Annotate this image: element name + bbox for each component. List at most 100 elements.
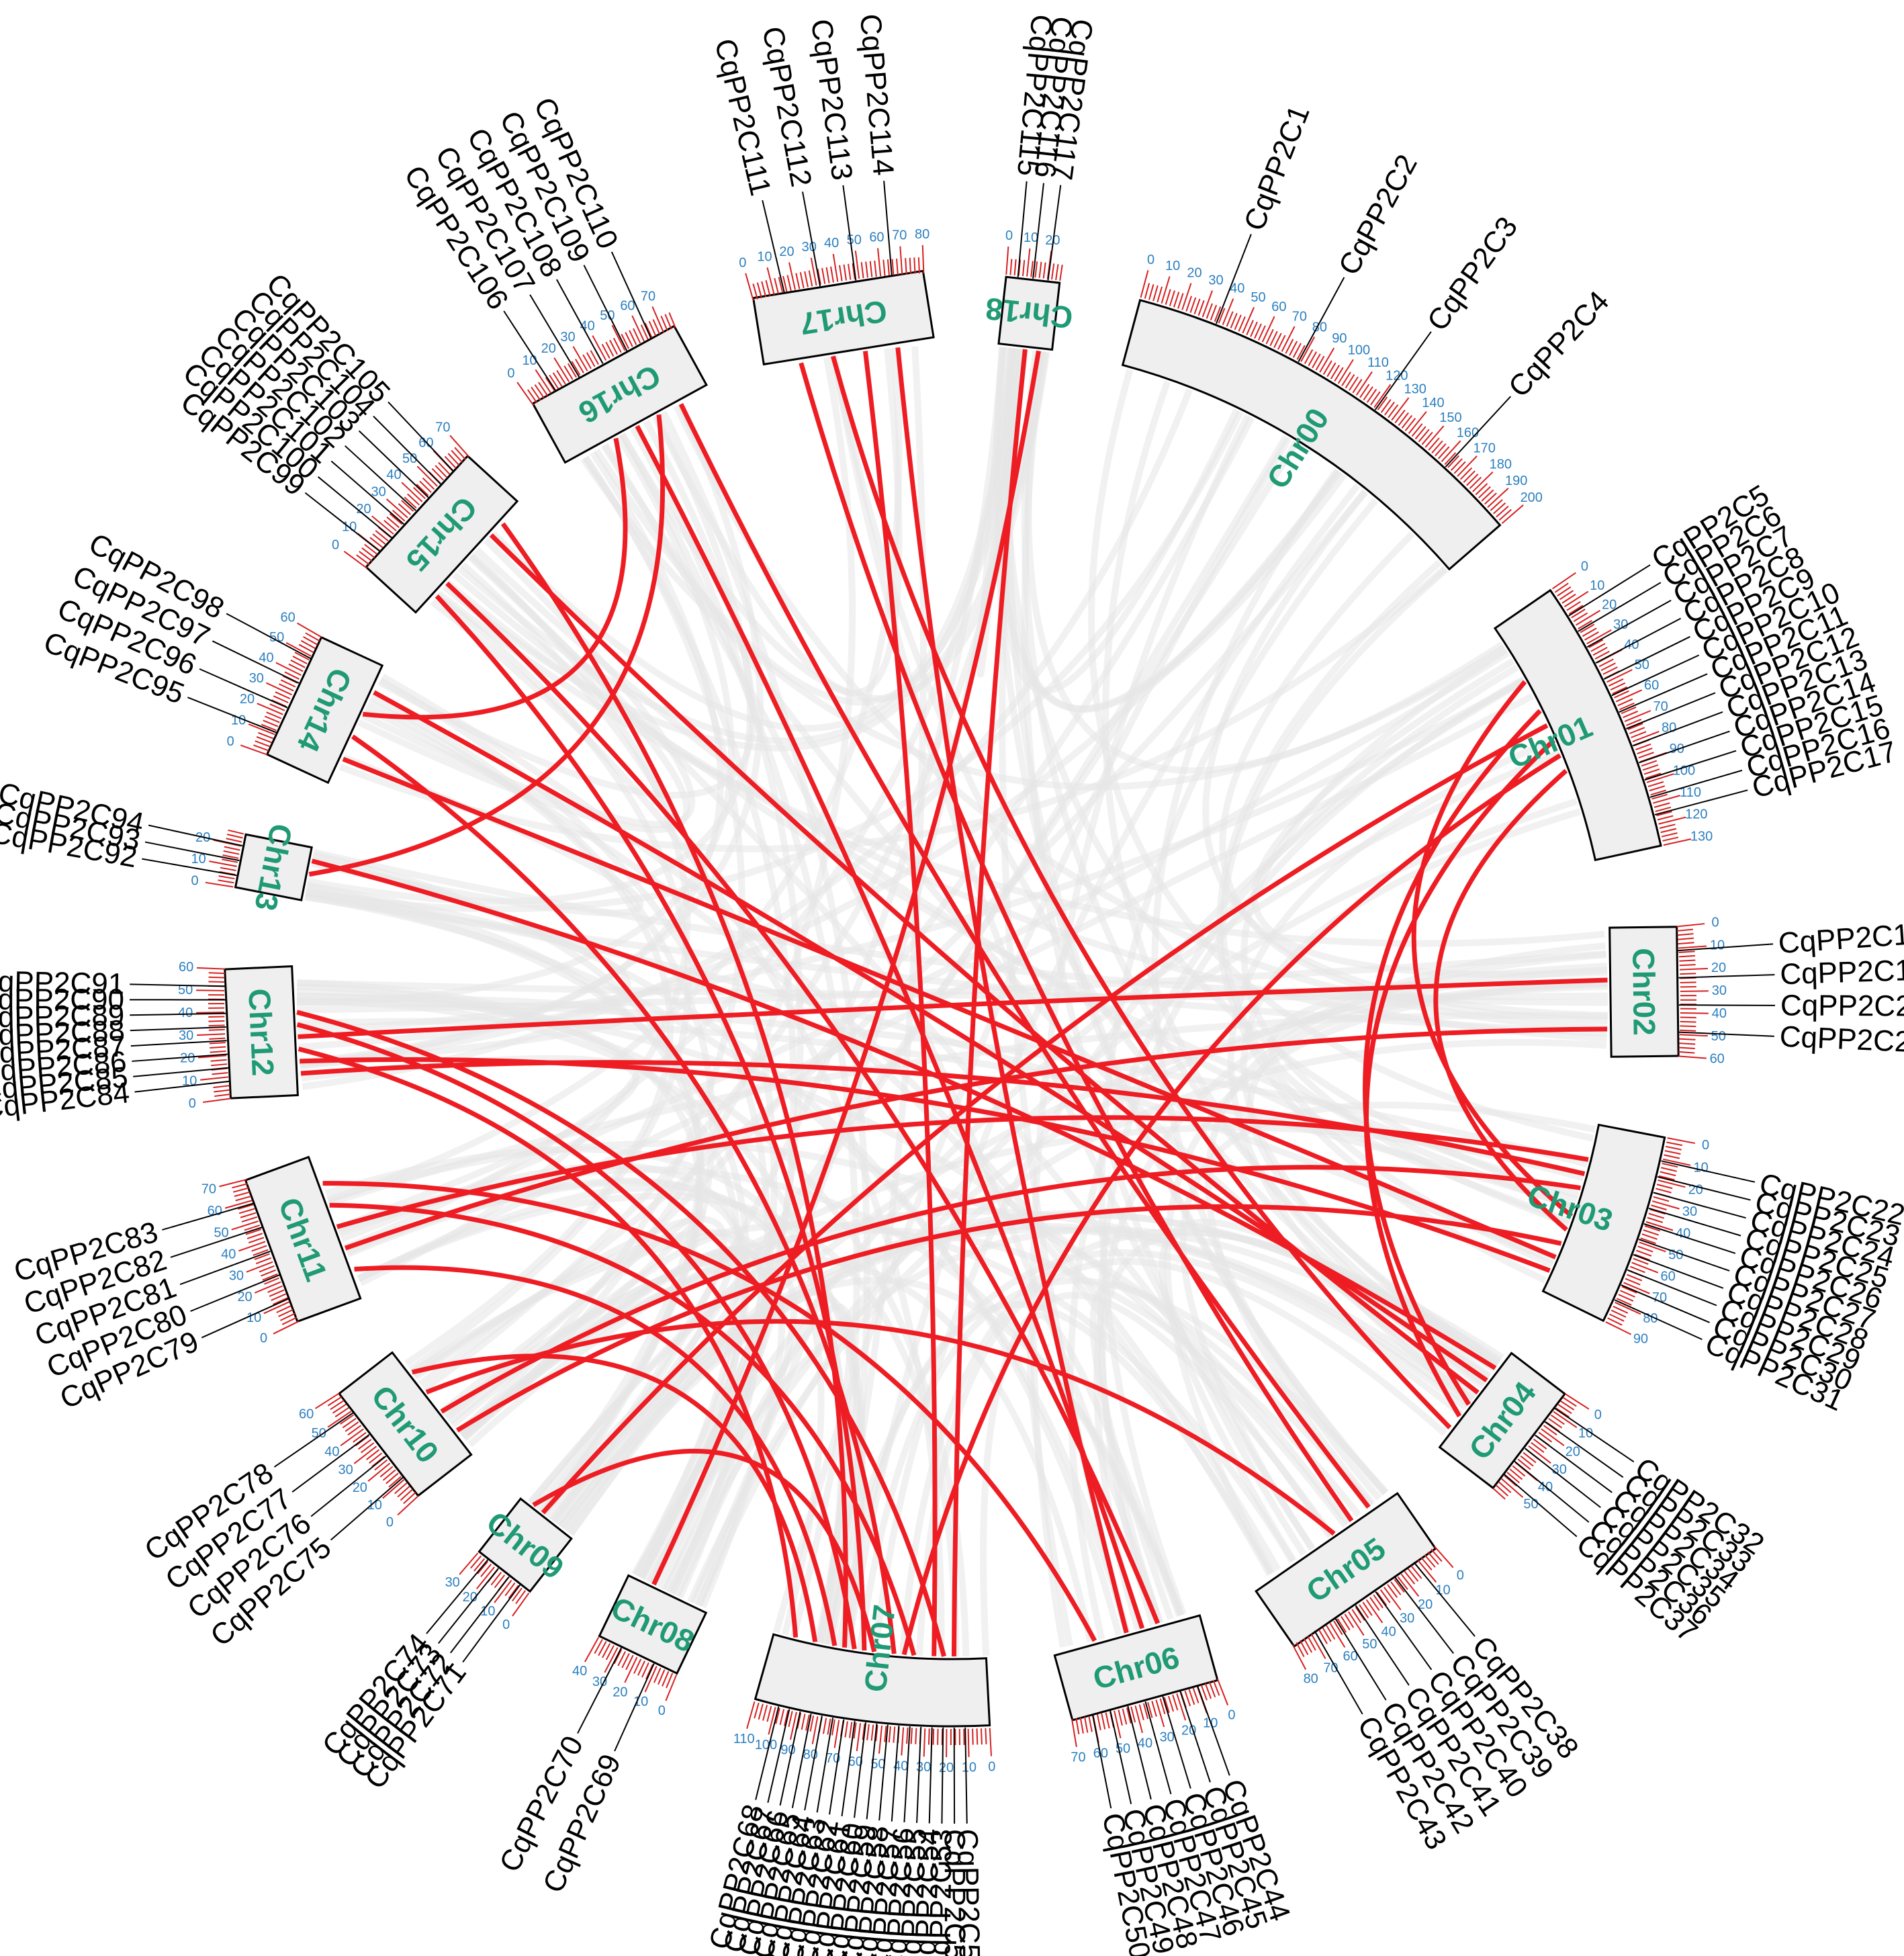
- scale-tick: [254, 1253, 270, 1260]
- scale-tick: [213, 1085, 230, 1088]
- scale-tick: [1169, 290, 1175, 306]
- scale-tick: [266, 711, 282, 719]
- scale-tick: [1377, 396, 1388, 410]
- scale-tick: [1359, 384, 1370, 398]
- synteny-ribbon: [1220, 567, 1554, 1268]
- scale-tick: [1678, 1055, 1707, 1059]
- scale-tick: [1401, 414, 1413, 429]
- scale-tick: [1469, 476, 1482, 490]
- scale-tick: [1641, 760, 1658, 767]
- scale-tick: [512, 1587, 523, 1602]
- scale-tick: [1602, 666, 1618, 675]
- scale-tick: [625, 1654, 634, 1671]
- scale-tick: [245, 1229, 262, 1235]
- gene-position-tick: [320, 1412, 354, 1435]
- scale-tick: [1435, 443, 1447, 457]
- scale-tick: [255, 1257, 272, 1265]
- scale-tick: [653, 1667, 662, 1683]
- scale-tick: [1363, 386, 1373, 401]
- scale-tick: [545, 377, 555, 392]
- scale-tick: [1600, 662, 1616, 672]
- scale-tick: [1538, 1431, 1553, 1443]
- gene-position-tick: [253, 1297, 290, 1315]
- gene-position-tick: [1524, 1448, 1556, 1473]
- scale-tick-label: 70: [641, 290, 655, 304]
- scale-tick: [1621, 1286, 1637, 1294]
- scale-tick: [447, 453, 460, 466]
- gene-position-tick: [204, 836, 243, 847]
- scale-tick-label: 30: [338, 1463, 353, 1478]
- synteny-ribbon: [296, 993, 629, 1070]
- scale-tick-label: 20: [1566, 1444, 1580, 1459]
- scale-tick: [1410, 1565, 1422, 1579]
- gene-position-tick: [1627, 1269, 1664, 1285]
- scale-tick: [896, 259, 899, 275]
- scale-tick: [601, 343, 610, 359]
- scale-tick-label: 10: [191, 852, 206, 866]
- gene-leader-line: [610, 251, 636, 304]
- scale-tick: [1303, 1638, 1313, 1653]
- gene-leader-line: [854, 1761, 862, 1818]
- gene-leader-line: [1316, 277, 1345, 328]
- scale-tick-label: 40: [1230, 281, 1244, 296]
- scale-tick: [1428, 437, 1440, 451]
- scale-tick: [1618, 1294, 1634, 1302]
- scale-tick-label: 120: [1685, 807, 1707, 822]
- synteny-ribbon: [687, 1038, 1607, 1603]
- scale-tick: [1390, 1581, 1402, 1595]
- scale-tick-label: 10: [962, 1761, 977, 1775]
- scale-tick: [232, 1183, 248, 1189]
- gene-leader-line: [816, 1756, 827, 1813]
- synteny-ribbon: [645, 1226, 1491, 1584]
- scale-tick-label: 50: [870, 1757, 885, 1772]
- scale-tick: [383, 519, 397, 531]
- scale-tick: [248, 723, 275, 736]
- gene-leader-line: [883, 181, 890, 238]
- gene-label: CqPP2C18: [1777, 917, 1904, 960]
- scale-tick: [1661, 832, 1678, 838]
- gene-label: CqPP2C55: [894, 1828, 933, 1956]
- gene-leader-line: [388, 401, 428, 444]
- scale-tick-label: 40: [1381, 1624, 1396, 1639]
- scale-tick: [1614, 690, 1629, 699]
- scale-tick-label: 60: [208, 1204, 222, 1218]
- scale-tick: [208, 1024, 225, 1027]
- scale-tick: [262, 1273, 278, 1281]
- scale-tick: [275, 662, 302, 676]
- scale-tick: [910, 1728, 913, 1744]
- scale-tick: [1144, 283, 1150, 299]
- scale-tick: [1210, 304, 1218, 320]
- scale-tick: [617, 1651, 627, 1666]
- scale-tick-label: 0: [1005, 228, 1013, 243]
- scale-tick: [1637, 748, 1653, 755]
- scale-tick: [356, 554, 370, 566]
- gene-leader-line: [1544, 1485, 1590, 1523]
- scale-tick: [1292, 343, 1302, 358]
- gene-leader-line: [1686, 1218, 1741, 1237]
- synteny-ribbon: [305, 410, 1244, 913]
- scale-tick: [1414, 426, 1426, 440]
- scale-tick: [294, 652, 310, 661]
- scale-tick-label: 130: [1690, 830, 1713, 844]
- scale-tick: [271, 1293, 287, 1301]
- gene-label: CqPP2C89: [0, 999, 125, 1034]
- scale-tick: [821, 267, 826, 284]
- scale-tick: [273, 695, 289, 703]
- scale-tick: [658, 1669, 666, 1685]
- scale-tick: [1680, 1012, 1709, 1014]
- duplication-link: [651, 350, 1041, 1586]
- gene-leader-line: [426, 1589, 464, 1634]
- scale-tick-label: 10: [1710, 938, 1725, 952]
- scale-tick: [594, 1639, 603, 1654]
- scale-tick-label: 90: [1633, 1332, 1648, 1347]
- scale-tick: [1656, 1184, 1673, 1190]
- scale-tick: [1408, 411, 1427, 435]
- gene-leader-line: [358, 430, 401, 471]
- scale-tick: [241, 1216, 258, 1222]
- scale-tick: [353, 1431, 367, 1443]
- scale-tick: [1387, 1584, 1398, 1598]
- scale-tick: [1185, 296, 1192, 312]
- scale-tick: [1560, 1400, 1575, 1411]
- scale-tick: [297, 622, 322, 638]
- scale-tick: [1192, 1687, 1199, 1703]
